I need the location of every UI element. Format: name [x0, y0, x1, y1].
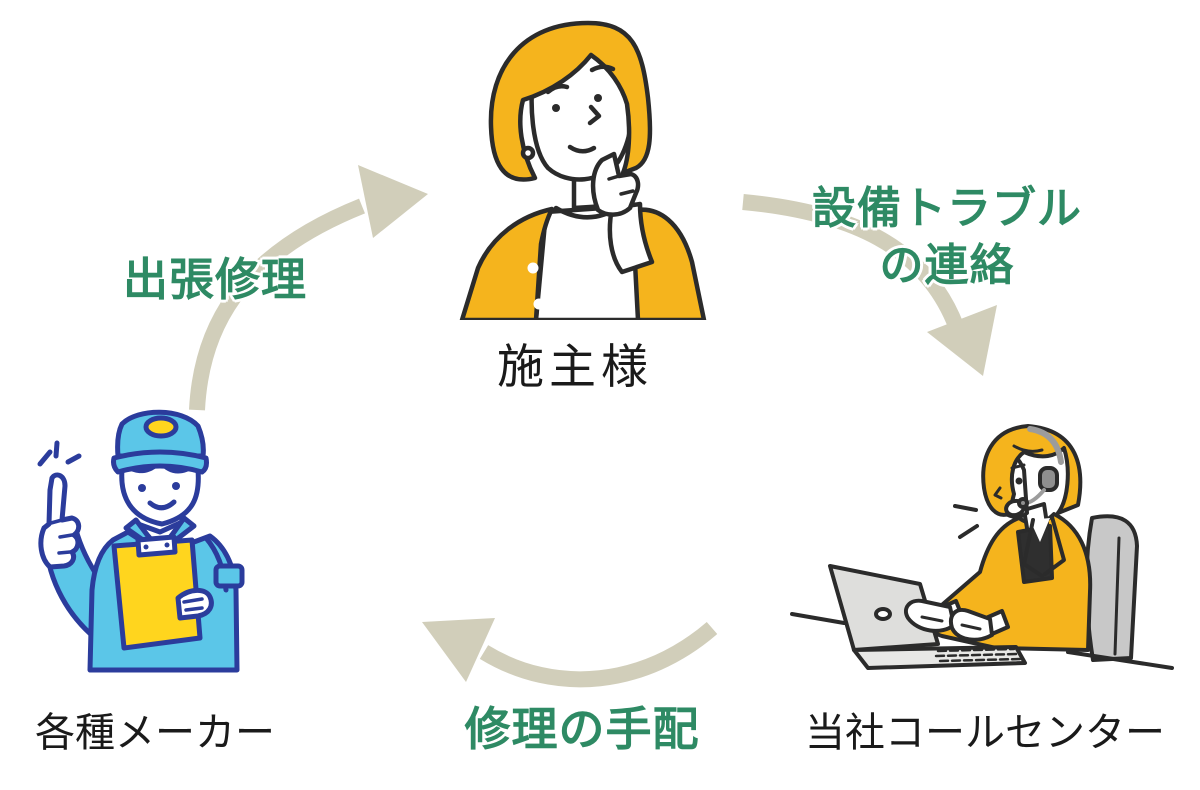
node-label-manufacturers: 各種メーカー — [35, 711, 275, 755]
flow-label-trouble-report-line2: の連絡 — [879, 241, 1015, 291]
flow-label-trouble-report-line1: 設備トラブル — [812, 184, 1082, 233]
node-label-client: 施主様 — [497, 340, 653, 393]
client-illustration — [459, 20, 707, 320]
call-center-illustration — [790, 424, 1174, 670]
flow-label-trouble-report: 設備トラブル の連絡 — [797, 180, 1097, 294]
manufacturer-illustration — [37, 409, 245, 673]
node-label-call-center: 当社コールセンター — [805, 711, 1165, 755]
flow-label-repair-arrangement: 修理の手配 — [464, 703, 700, 755]
arrow-onsite-repair — [189, 165, 428, 411]
arrow-repair-arrangement — [422, 618, 718, 688]
flow-label-onsite-repair: 出張修理 — [122, 254, 307, 305]
arrow-trouble-report — [742, 194, 997, 376]
